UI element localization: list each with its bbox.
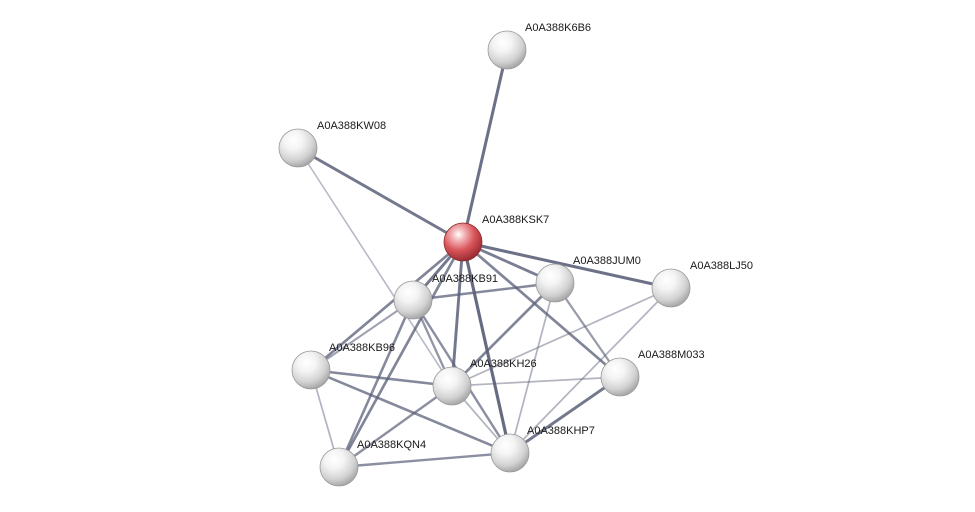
edge-A0A388JUM0-A0A388KHP7[interactable] <box>509 282 556 454</box>
node-label-A0A388KHP7: A0A388KHP7 <box>527 425 595 437</box>
edge-A0A388KB96-A0A388KH26[interactable] <box>309 368 454 388</box>
edge-A0A388KSK7-A0A388K6B6[interactable] <box>461 48 509 244</box>
node-A0A388K6B6[interactable]: A0A388K6B6 <box>487 22 591 70</box>
protein-sphere[interactable] <box>651 268 691 308</box>
node-A0A388KSK7[interactable]: A0A388KSK7 <box>443 214 549 262</box>
node-A0A388KHP7[interactable]: A0A388KHP7 <box>490 425 595 473</box>
edge-A0A388KB91-A0A388KB96[interactable] <box>309 298 415 372</box>
protein-sphere[interactable] <box>319 447 359 487</box>
edge-A0A388M033-A0A388KHP7[interactable] <box>508 375 622 455</box>
query-protein-sphere[interactable] <box>443 222 483 262</box>
edge-A0A388KB91-A0A388JUM0[interactable] <box>411 281 557 302</box>
edge-A0A388KSK7-A0A388KH26[interactable] <box>450 240 465 388</box>
edge-A0A388KSK7-A0A388LJ50[interactable] <box>461 240 673 290</box>
node-label-A0A388K6B6: A0A388K6B6 <box>525 22 591 34</box>
edge-A0A388KSK7-A0A388KW08[interactable] <box>296 146 465 244</box>
protein-sphere[interactable] <box>490 433 530 473</box>
node-A0A388KW08[interactable]: A0A388KW08 <box>278 120 386 168</box>
edge-A0A388KB96-A0A388KHP7[interactable] <box>309 368 512 455</box>
edge-A0A388KW08-A0A388KH26[interactable] <box>297 147 453 387</box>
edge-A0A388KHP7-A0A388KQN4[interactable] <box>337 451 512 469</box>
edge-A0A388KSK7-A0A388KHP7[interactable] <box>461 240 512 455</box>
node-label-A0A388KSK7: A0A388KSK7 <box>482 214 549 226</box>
edge-A0A388KSK7-A0A388KB96[interactable] <box>309 240 465 372</box>
node-A0A388M033[interactable]: A0A388M033 <box>600 349 705 397</box>
edge-A0A388LJ50-A0A388KHP7[interactable] <box>509 287 672 454</box>
node-label-A0A388LJ50: A0A388LJ50 <box>690 260 753 272</box>
node-label-A0A388KQN4: A0A388KQN4 <box>357 439 426 451</box>
protein-sphere[interactable] <box>278 128 318 168</box>
edge-A0A388KB91-A0A388KQN4[interactable] <box>337 298 415 469</box>
node-A0A388KH26[interactable]: A0A388KH26 <box>432 358 537 406</box>
node-A0A388KQN4[interactable]: A0A388KQN4 <box>319 439 426 487</box>
protein-sphere[interactable] <box>535 263 575 303</box>
protein-sphere[interactable] <box>393 280 433 320</box>
node-A0A388KB91[interactable]: A0A388KB91 <box>393 273 498 320</box>
protein-sphere[interactable] <box>432 366 472 406</box>
node-A0A388JUM0[interactable]: A0A388JUM0 <box>535 255 641 303</box>
nodes-layer: A0A388KSK7 A0A388K6B6A0A388KW08A0A388JUM0… <box>278 22 753 487</box>
node-label-A0A388M033: A0A388M033 <box>638 349 705 361</box>
node-A0A388KB96[interactable]: A0A388KB96 <box>291 342 395 390</box>
edge-A0A388LJ50-A0A388KH26[interactable] <box>451 287 672 387</box>
node-label-A0A388KB96: A0A388KB96 <box>329 342 395 354</box>
protein-sphere[interactable] <box>291 350 331 390</box>
node-label-A0A388KH26: A0A388KH26 <box>470 358 537 370</box>
node-label-A0A388KW08: A0A388KW08 <box>317 120 386 132</box>
edge-A0A388KH26-A0A388KQN4[interactable] <box>337 384 454 469</box>
protein-sphere[interactable] <box>600 357 640 397</box>
edge-A0A388KH26-A0A388M033[interactable] <box>451 376 621 387</box>
protein-sphere[interactable] <box>487 30 527 70</box>
edge-A0A388JUM0-A0A388KH26[interactable] <box>450 281 557 388</box>
edge-A0A388KSK7-A0A388KQN4[interactable] <box>337 240 465 469</box>
edge-A0A388KSK7-A0A388M033[interactable] <box>461 240 622 379</box>
node-label-A0A388JUM0: A0A388JUM0 <box>573 255 641 267</box>
node-label-A0A388KB91: A0A388KB91 <box>432 273 498 285</box>
node-A0A388LJ50[interactable]: A0A388LJ50 <box>651 260 753 308</box>
